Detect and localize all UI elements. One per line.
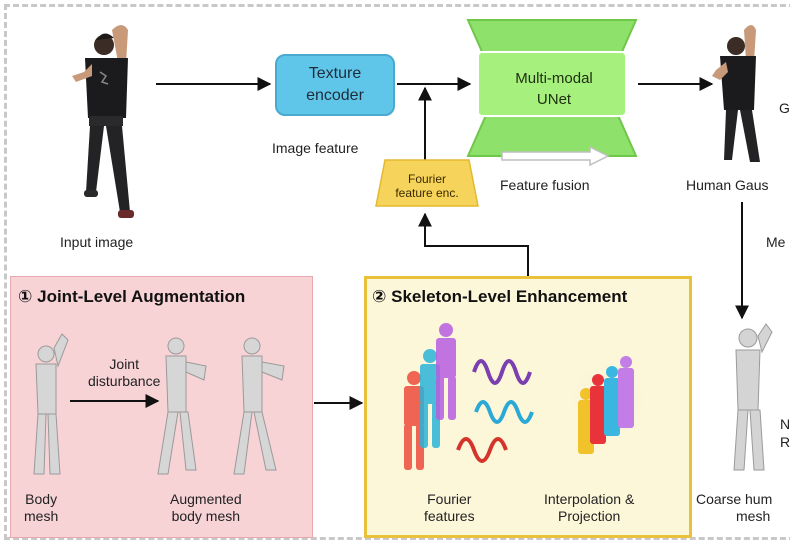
body-mesh-figure: [33, 333, 69, 475]
coarse-mesh-line1: Coarse hum: [696, 491, 773, 507]
diagram-frame: [4, 4, 790, 540]
image-feature-label: Image feature: [272, 140, 359, 156]
right-n-label: N: [780, 416, 790, 432]
fourier-feature-figures: [404, 323, 456, 470]
coarse-mesh-label: Coarse hum mesh: [696, 491, 772, 525]
augmented-mesh-figure-1: [157, 337, 207, 475]
body-mesh-line2: mesh: [24, 508, 59, 524]
joint-disturbance-label: Joint disturbance: [88, 356, 160, 390]
interpolated-figures: [578, 356, 634, 454]
unet-line1: Multi-modal: [515, 70, 593, 87]
texture-encoder-line2: encoder: [306, 87, 364, 104]
body-mesh-label: Body mesh: [24, 491, 58, 525]
fourier-features-label: Fourier features: [424, 491, 475, 525]
coarse-mesh-line2: mesh: [736, 508, 771, 524]
human-gaussian-label: Human Gaus: [686, 177, 769, 193]
interp-projection-line1: Interpolation &: [544, 491, 635, 507]
right-me-label: Me: [766, 234, 786, 250]
fourier-features-line1: Fourier: [427, 491, 472, 507]
wave-purple: [472, 359, 532, 385]
fourier-encoder-label: Fourier feature enc.: [378, 166, 476, 206]
input-person-photo: [72, 25, 134, 218]
feature-fusion-label: Feature fusion: [500, 177, 590, 193]
joint-disturbance-line1: Joint: [109, 356, 139, 372]
human-gaussian-photo: [712, 25, 760, 162]
unet-line2: UNet: [536, 91, 572, 108]
augmented-mesh-figure-2: [233, 337, 285, 475]
input-image-label: Input image: [60, 234, 134, 250]
arrow-skeleton-to-fourier: [418, 212, 529, 276]
fourier-encoder-block: [375, 159, 479, 207]
feature-fusion-arrow: [501, 145, 610, 167]
body-mesh-line1: Body: [25, 491, 58, 507]
unet-inner-panel: [477, 51, 627, 117]
right-r-label: R: [780, 434, 790, 450]
texture-encoder-line1: Texture: [308, 65, 362, 82]
fourier-features-line2: features: [424, 508, 475, 524]
wave-blue: [474, 400, 534, 424]
joint-disturbance-line2: disturbance: [88, 373, 161, 389]
interp-projection-label: Interpolation & Projection: [544, 491, 634, 525]
augmented-mesh-line2: body mesh: [171, 508, 241, 524]
unet-label: Multi-modal UNet: [480, 58, 628, 120]
fourier-enc-line1: Fourier: [407, 172, 446, 186]
texture-encoder-box: Texture encoder: [275, 54, 395, 116]
coarse-human-mesh: [733, 323, 773, 471]
skeleton-panel-title: ② Skeleton-Level Enhancement: [372, 287, 628, 306]
right-g-label: G: [779, 100, 790, 116]
fourier-enc-line2: feature enc.: [395, 186, 459, 200]
augmented-mesh-label: Augmented body mesh: [170, 491, 242, 525]
augmented-mesh-line1: Augmented: [170, 491, 242, 507]
wave-red: [456, 437, 508, 463]
interp-projection-line2: Projection: [558, 508, 621, 524]
joint-panel-title: ① Joint-Level Augmentation: [18, 287, 246, 306]
